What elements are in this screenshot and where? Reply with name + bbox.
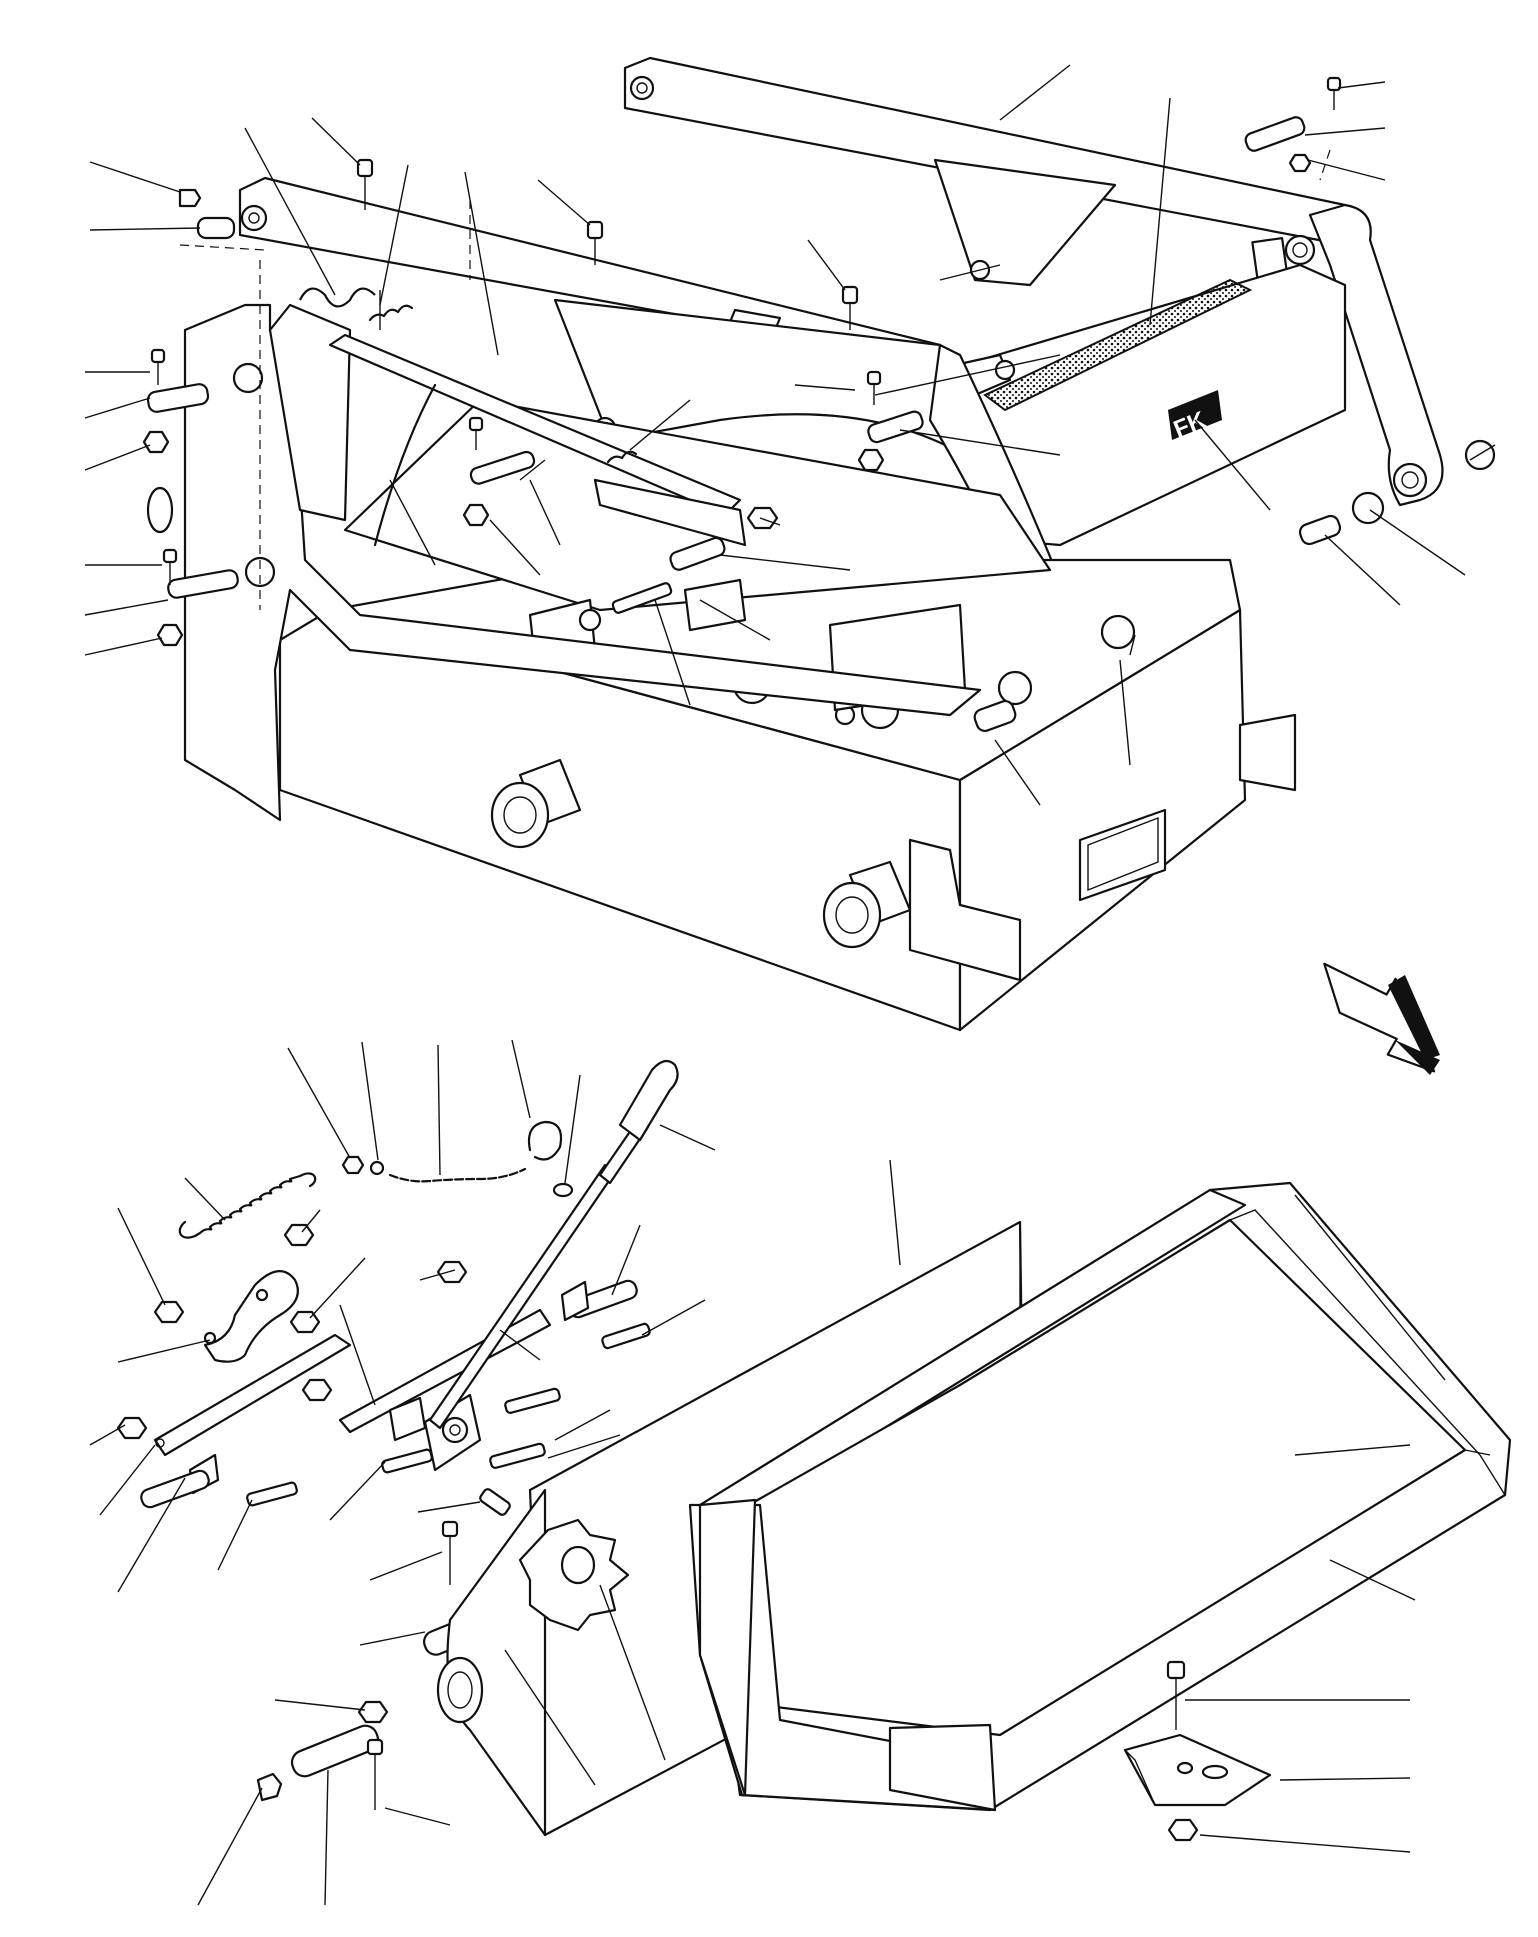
front-right-hub bbox=[822, 860, 912, 949]
bucket bbox=[688, 1181, 1512, 1812]
bucket-assembly bbox=[688, 1181, 1512, 1853]
star-handwheel bbox=[518, 1518, 630, 1632]
hand-lever bbox=[428, 1059, 679, 1430]
pin-bushing-set-upper bbox=[146, 116, 1496, 733]
safety-chain bbox=[341, 1120, 563, 1183]
left-side-plate bbox=[183, 303, 982, 822]
bucket-tooth-nut bbox=[1167, 1818, 1199, 1842]
cam-plate bbox=[203, 1270, 299, 1363]
tension-spring bbox=[178, 1172, 317, 1239]
upper-linkage bbox=[299, 287, 747, 547]
callout-leaders-bucket bbox=[1185, 1444, 1416, 1853]
front-left-hub bbox=[490, 758, 582, 849]
rear-lift-arm bbox=[1251, 203, 1444, 507]
loader-frame-assembly: FK bbox=[84, 56, 1496, 1032]
pin-bolt-set-lower bbox=[246, 1279, 651, 1810]
callout-leaders-lower bbox=[89, 1039, 901, 1906]
nut-set-upper bbox=[142, 153, 1312, 647]
bucket-tooth-bolt bbox=[1166, 1660, 1186, 1730]
rear-boom-side-plate bbox=[933, 158, 1117, 287]
grease-nipple-upper bbox=[178, 188, 202, 208]
callout-leaders-upper bbox=[84, 64, 1496, 806]
bolt-set-upper bbox=[150, 76, 1342, 614]
bucket-tooth bbox=[1123, 1733, 1272, 1807]
spring-coil-upper-1 bbox=[368, 304, 414, 322]
direction-arrow-icon bbox=[1323, 962, 1440, 1075]
spring-coil-upper-2 bbox=[606, 450, 638, 464]
